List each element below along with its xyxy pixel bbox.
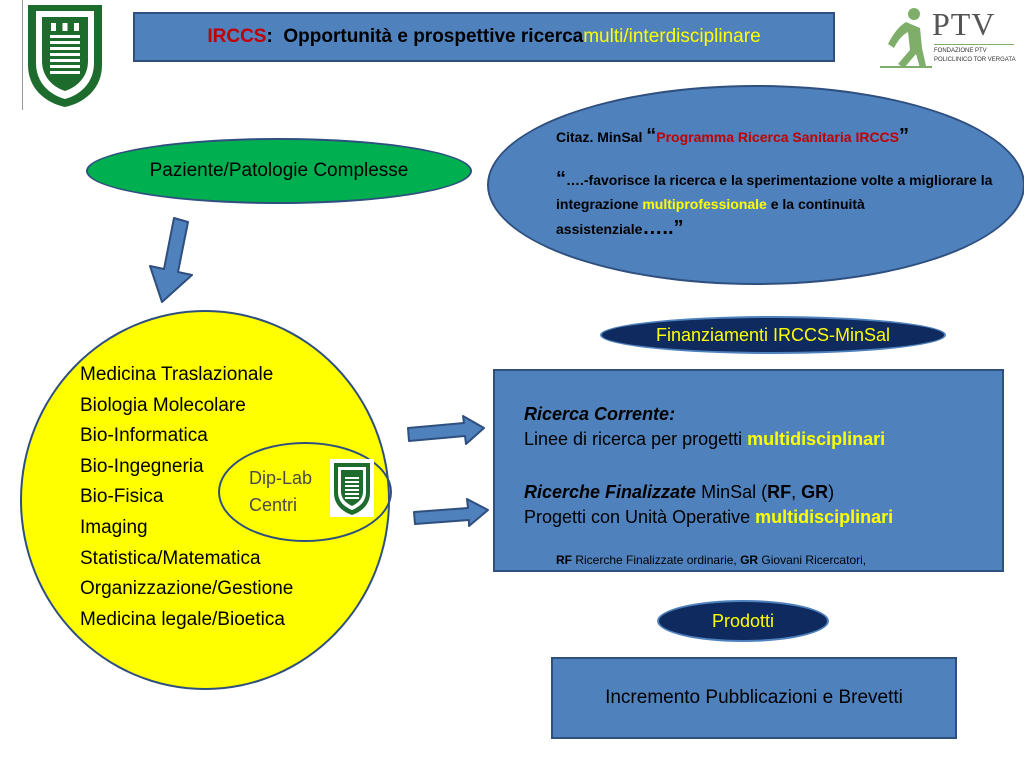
discipline-item: Medicina legale/Bioetica: [80, 608, 285, 630]
title-main: Opportunità e prospettive ricerca: [283, 26, 584, 47]
finalizzate-minsal: MinSal (: [696, 482, 768, 502]
comma: ,: [791, 482, 802, 502]
ptv-line2: POLICLINICO TOR VERGATA: [934, 57, 1016, 63]
disciplines-list: Medicina Traslazionale Biologia Molecola…: [80, 360, 293, 635]
ptv-logo: PTV FONDAZIONE PTV POLICLINICO TOR VERGA…: [876, 4, 1016, 70]
ptv-line1: FONDAZIONE PTV: [934, 48, 987, 54]
right-arrow-upper: [407, 415, 485, 445]
patient-ellipse: Paziente/Patologie Complesse: [86, 138, 472, 204]
quote-text: Citaz. MinSal “Programma Ricerca Sanitar…: [556, 122, 996, 243]
note-gr-text: Giovani Ricercatori,: [758, 553, 867, 567]
dip-lab-text: Dip-Lab Centri: [249, 465, 312, 519]
note-gr: GR: [740, 553, 759, 567]
publications-label: Incremento Pubblicazioni e Brevetti: [605, 687, 903, 708]
title-box: IRCCS: Opportunità e prospettive ricerca…: [133, 12, 835, 62]
discipline-item: Organizzazione/Gestione: [80, 578, 294, 600]
gr-abbr: GR: [801, 482, 829, 502]
finalizzate-line: Ricerche Finalizzate MinSal (RF, GR): [524, 480, 1004, 505]
small-shield-logo: [330, 459, 374, 517]
quote-body: “….-favorisce la ricerca e la sperimenta…: [556, 165, 996, 243]
patient-label: Paziente/Patologie Complesse: [149, 160, 409, 181]
title-highlight: multi/interdisciplinare: [583, 26, 761, 47]
logo-divider-line: [22, 0, 23, 110]
research-box: [493, 369, 1004, 572]
quote-body-highlight: multiprofessionale: [642, 196, 767, 212]
title-colon: :: [266, 26, 273, 47]
discipline-item: Medicina Traslazionale: [80, 364, 274, 385]
spacer: [524, 452, 1004, 480]
quote-ellipse: [487, 85, 1024, 285]
corrente-text: Linee di ricerca per progetti: [524, 429, 748, 449]
funding-label: Finanziamenti IRCCS-MinSal: [655, 324, 891, 345]
quote-body-dots: …..: [642, 217, 674, 240]
research-text: Ricerca Corrente: Linee di ricerca per p…: [524, 402, 1004, 530]
finalizzate-text: Progetti con Unità Operative: [524, 507, 756, 527]
ptv-figure-icon: [880, 8, 932, 68]
quote-body-close: ”: [673, 217, 684, 240]
right-arrow-lower: [413, 498, 489, 527]
funding-pill: Finanziamenti IRCCS-MinSal: [600, 316, 946, 354]
ptv-name: PTV: [932, 6, 996, 42]
discipline-item: Biologia Molecolare: [80, 394, 246, 416]
products-pill: Prodotti: [657, 600, 829, 642]
down-arrow: [149, 217, 193, 303]
quote-body-part1: ….-favorisce la ricerca e la sperimentaz…: [556, 172, 993, 212]
university-shield-logo: [28, 5, 102, 107]
title-prefix: IRCCS: [207, 26, 267, 47]
quote-open: “: [646, 125, 657, 147]
products-label: Prodotti: [711, 610, 775, 631]
corrente-line: Linee di ricerca per progetti multidisci…: [524, 427, 1004, 452]
discipline-item: Imaging: [80, 516, 148, 538]
rf-gr-note: RF Ricerche Finalizzate ordinarie, GR Gi…: [556, 553, 866, 567]
note-rf: RF: [556, 553, 572, 567]
corrente-title: Ricerca Corrente:: [524, 404, 676, 424]
rf-abbr: RF: [767, 482, 792, 502]
quote-intro: Citaz. MinSal: [556, 129, 647, 145]
quote-body-open: “: [556, 168, 566, 190]
close-paren: ): [828, 482, 835, 502]
finalizzate-title: Ricerche Finalizzate: [524, 482, 697, 502]
discipline-item: Bio-Informatica: [80, 425, 208, 447]
discipline-item: Bio-Ingegneria: [80, 455, 204, 477]
finalizzate-highlight: multidisciplinari: [755, 507, 894, 527]
quote-line1: Citaz. MinSal “Programma Ricerca Sanitar…: [556, 122, 996, 151]
note-rf-text: Ricerche Finalizzate ordinarie,: [572, 553, 741, 567]
discipline-item: Statistica/Matematica: [80, 547, 261, 569]
finalizzate-desc-line: Progetti con Unità Operative multidiscip…: [524, 505, 1004, 530]
publications-box: Incremento Pubblicazioni e Brevetti: [551, 657, 957, 739]
quote-body-part2: e la continuità assistenziale: [556, 196, 865, 238]
quote-program: Programma Ricerca Sanitaria IRCCS: [656, 129, 899, 145]
dip-line1: Dip-Lab: [249, 468, 313, 488]
dip-line2: Centri: [249, 495, 298, 515]
quote-close: ”: [899, 125, 909, 147]
ptv-divider: [934, 44, 1014, 45]
corrente-highlight: multidisciplinari: [747, 429, 886, 449]
discipline-item: Bio-Fisica: [80, 486, 164, 508]
dip-lab-ellipse: [218, 442, 392, 542]
